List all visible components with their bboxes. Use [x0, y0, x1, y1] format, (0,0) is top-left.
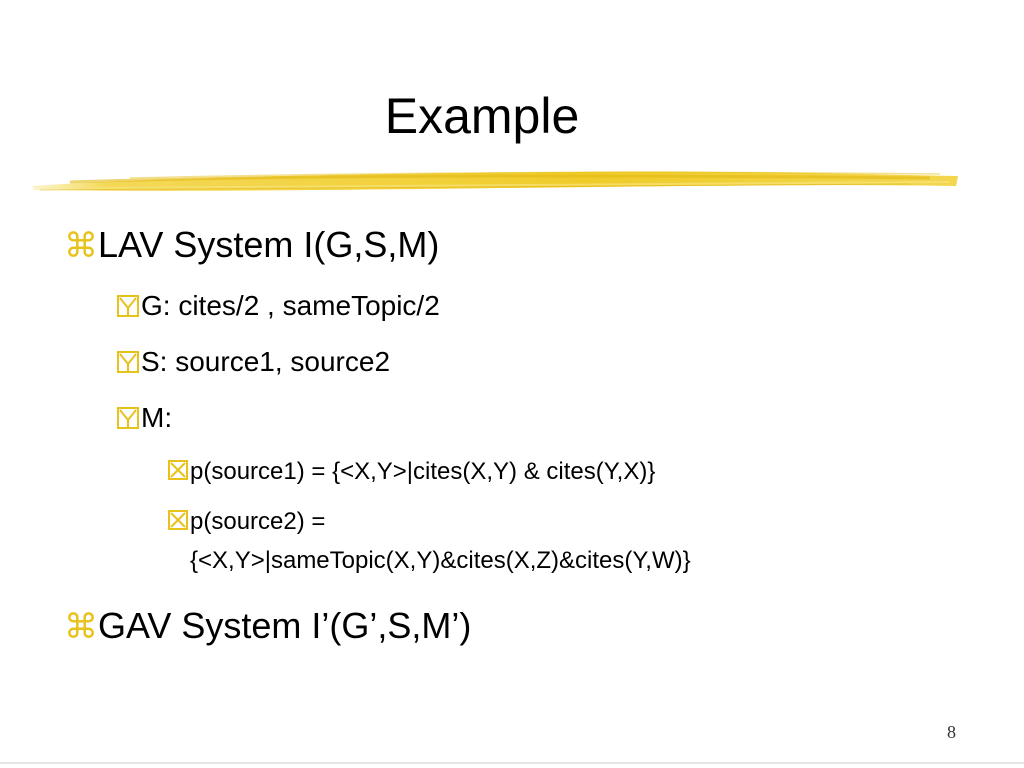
yellow-check-box-icon [117, 407, 139, 429]
yellow-x-box-icon [168, 510, 188, 530]
command-key-bullet-icon: ⌘ [64, 226, 98, 266]
bullet-item-g: G: cites/2 , sameTopic/2 [117, 290, 440, 322]
bullet-item-gav-system: ⌘GAV System I’(G’,S,M’) [64, 605, 471, 647]
bullet-text: GAV System I’(G’,S,M’) [98, 605, 472, 646]
bullet-text: G: cites/2 , sameTopic/2 [141, 290, 440, 321]
command-key-bullet-icon: ⌘ [64, 607, 98, 647]
bullet-text: M: [141, 402, 173, 433]
bullet-text: LAV System I(G,S,M) [98, 224, 440, 265]
yellow-x-box-icon [168, 460, 188, 480]
bullet-item-source2-mapping: p(source2) = [168, 508, 325, 536]
bullet-item-s: S: source1, source2 [117, 346, 390, 378]
bullet-item-m: M: [117, 402, 172, 434]
yellow-check-box-icon [117, 351, 139, 373]
bullet-text: S: source1, source2 [141, 346, 391, 377]
bullet-item-lav-system: ⌘LAV System I(G,S,M) [64, 224, 439, 266]
slide-title: Example [384, 88, 580, 144]
bullet-item-source1-mapping: p(source1) = {<X,Y>|cites(X,Y) & cites(Y… [168, 458, 655, 486]
bottom-divider [0, 762, 1024, 764]
page-number: 8 [947, 722, 956, 742]
bullet-item-source2-continuation: {<X,Y>|sameTopic(X,Y)&cites(X,Z)&cites(Y… [190, 547, 691, 574]
bullet-text: p(source1) = {<X,Y>|cites(X,Y) & cites(Y… [190, 458, 656, 485]
brush-stroke-divider [32, 171, 958, 191]
bullet-text: p(source2) = [190, 508, 326, 535]
yellow-check-box-icon [117, 295, 139, 317]
